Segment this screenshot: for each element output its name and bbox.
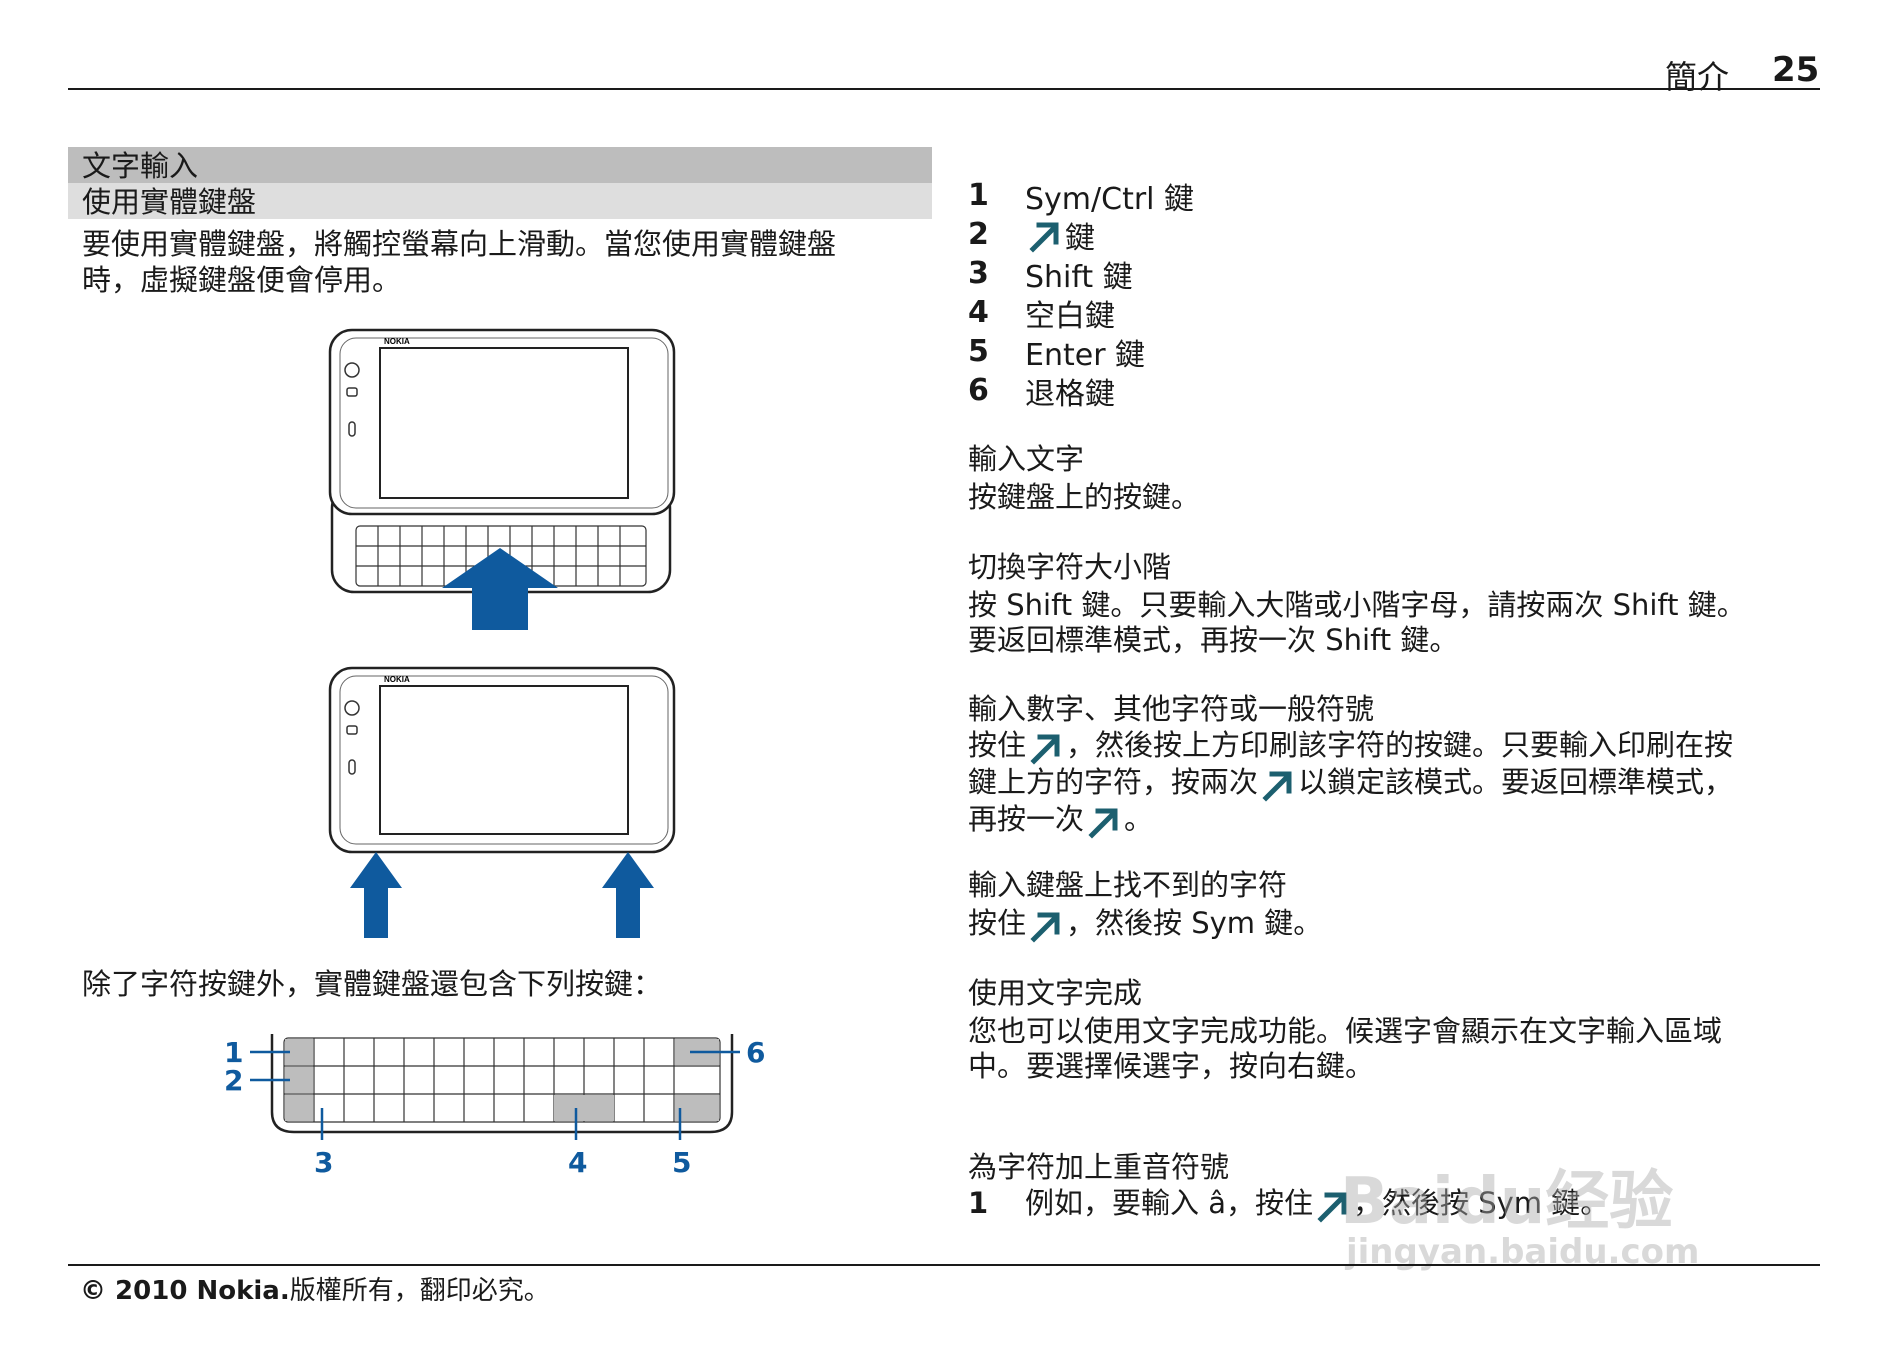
accents-text: 例如，要輸入 â，按住 [1025,1186,1313,1220]
key-number: 2 [968,217,989,252]
numbers-text: 鍵上方的字符，按兩次 [968,765,1259,799]
callout-numbers: 1 2 3 4 5 6 [224,1036,765,1179]
callout-3: 3 [314,1146,333,1179]
key-label: Sym/Ctrl 鍵 [1025,181,1195,217]
special-keys-list: 1 Sym/Ctrl 鍵 2 鍵 3 Shift 鍵 4 空白鍵 5 Enter… [968,176,1195,412]
watermark-brand: Baidu经验 [1340,1165,1674,1239]
key-label: 退格鍵 [1025,376,1115,412]
numbers-line-1: 按住 ，然後按上方印刷該字符的按鍵。只要輸入印刷在按 [968,728,1838,765]
device-slide-illustration: NOKIA NOKIA [328,328,676,938]
function-arrow-icon [1030,912,1060,943]
key-number: 3 [968,256,989,291]
callout-lines [250,1050,740,1140]
header-rule [68,88,1820,90]
key-item: 2 鍵 [968,215,1194,256]
section-heading: 文字輸入 [82,149,199,183]
key-number: 4 [968,295,989,330]
function-arrow-icon [1088,808,1118,839]
predictive-body: 您也可以使用文字完成功能。候選字會顯示在文字輸入區域 中。要選擇候選字，按向右鍵… [968,1014,1838,1084]
numbers-text: 再按一次 [968,802,1085,836]
key-space [554,1095,614,1121]
key-label: 空白鍵 [1025,298,1115,334]
callout-6: 6 [746,1036,765,1069]
numbers-text: ，然後按上方印刷該字符的按鍵。只要輸入印刷在按 [1066,728,1734,762]
not-found-text: ，然後按 Sym 鍵。 [1066,906,1323,940]
push-arrow-right [602,852,654,938]
key-number: 1 [968,178,989,213]
key-label: Enter 鍵 [1025,337,1146,373]
keyboard-grid [283,1037,721,1123]
key-item: 6 退格鍵 [968,371,1194,412]
keyboard-intro: 除了字符按鍵外，實體鍵盤還包含下列按鍵： [82,967,663,1001]
intro-line-1: 要使用實體鍵盤，將觸控螢幕向上滑動。當您使用實體鍵盤 [82,227,837,261]
function-arrow-icon [1029,222,1059,253]
accents-text: ，然後按 Sym 鍵。 [1353,1186,1610,1220]
key-label: Shift 鍵 [1025,259,1133,295]
callout-5: 5 [672,1146,691,1179]
footer-copyright: © 2010 Nokia.版權所有，翻印必究。 [80,1270,550,1307]
callout-2: 2 [224,1064,243,1097]
not-found-text: 按住 [968,906,1027,940]
callout-1: 1 [224,1036,243,1069]
key-shift [285,1095,313,1121]
device-brand-top: NOKIA [384,337,410,346]
predictive-line-1: 您也可以使用文字完成功能。候選字會顯示在文字輸入區域 [968,1014,1723,1048]
switch-case-title: 切換字符大小階 [968,550,1172,584]
step-number: 1 [968,1186,989,1220]
enter-text-body: 按鍵盤上的按鍵。 [968,480,1201,514]
predictive-line-2: 中。要選擇候選字，按向右鍵。 [968,1049,1375,1083]
callout-4: 4 [568,1146,587,1179]
section-heading-band [68,147,932,183]
not-found-title: 輸入鍵盤上找不到的字符 [968,868,1288,902]
footer-rule [68,1264,1820,1266]
numbers-line-3: 再按一次 。 [968,802,1838,839]
accents-title: 為字符加上重音符號 [968,1150,1230,1184]
key-item: 4 空白鍵 [968,293,1194,334]
numbers-line-2: 鍵上方的字符，按兩次 以鎖定該模式。要返回標準模式， [968,765,1838,802]
numbers-body: 按住 ，然後按上方印刷該字符的按鍵。只要輸入印刷在按 鍵上方的字符，按兩次 以鎖定該… [968,728,1838,839]
slide-up-arrow [442,548,558,630]
switch-case-line-2: 要返回標準模式，再按一次 Shift 鍵。 [968,623,1459,657]
key-label: 鍵 [1065,220,1095,256]
intro-paragraph: 要使用實體鍵盤，將觸控螢幕向上滑動。當您使用實體鍵盤 時，虛擬鍵盤便會停用。 [82,226,927,298]
key-item: 5 Enter 鍵 [968,332,1194,373]
function-arrow-icon [1317,1192,1347,1223]
device-brand-bottom: NOKIA [384,675,410,684]
accents-step: 1 例如，要輸入 â，按住 ，然後按 Sym 鍵。 [968,1186,1838,1223]
switch-case-line-1: 按 Shift 鍵。只要輸入大階或小階字母，請按兩次 Shift 鍵。 [968,588,1746,622]
header-section-title: 簡介 [1665,58,1730,96]
intro-line-2: 時，虛擬鍵盤便會停用。 [82,263,402,297]
keyboard-callout-illustration: 1 2 3 4 5 6 [224,1034,765,1179]
key-number: 6 [968,373,989,408]
device-closed: NOKIA [328,666,676,854]
switch-case-body: 按 Shift 鍵。只要輸入大階或小階字母，請按兩次 Shift 鍵。 要返回標… [968,588,1838,658]
function-arrow-icon [1030,734,1060,765]
push-arrow-left [350,852,402,938]
watermark-url: jingyan.baidu.com [1346,1232,1700,1272]
subheading-band [68,183,932,219]
key-item: 1 Sym/Ctrl 鍵 [968,176,1195,217]
function-arrow-icon [1262,771,1292,802]
device-open: NOKIA [328,328,676,594]
enter-text-title: 輸入文字 [968,442,1085,476]
copyright-holder: © 2010 Nokia. [80,1276,290,1306]
page-number: 25 [1772,50,1820,90]
subheading: 使用實體鍵盤 [82,185,257,219]
numbers-title: 輸入數字、其他字符或一般符號 [968,692,1375,726]
key-enter [675,1095,719,1121]
not-found-body: 按住 ，然後按 Sym 鍵。 [968,906,1838,943]
numbers-text: 以鎖定該模式。要返回標準模式， [1298,765,1734,799]
numbers-text: 按住 [968,728,1027,762]
copyright-notice: 版權所有，翻印必究。 [289,1276,550,1306]
key-item: 3 Shift 鍵 [968,254,1194,295]
numbers-text: 。 [1124,802,1154,836]
key-number: 5 [968,334,989,369]
predictive-title: 使用文字完成 [968,976,1143,1010]
